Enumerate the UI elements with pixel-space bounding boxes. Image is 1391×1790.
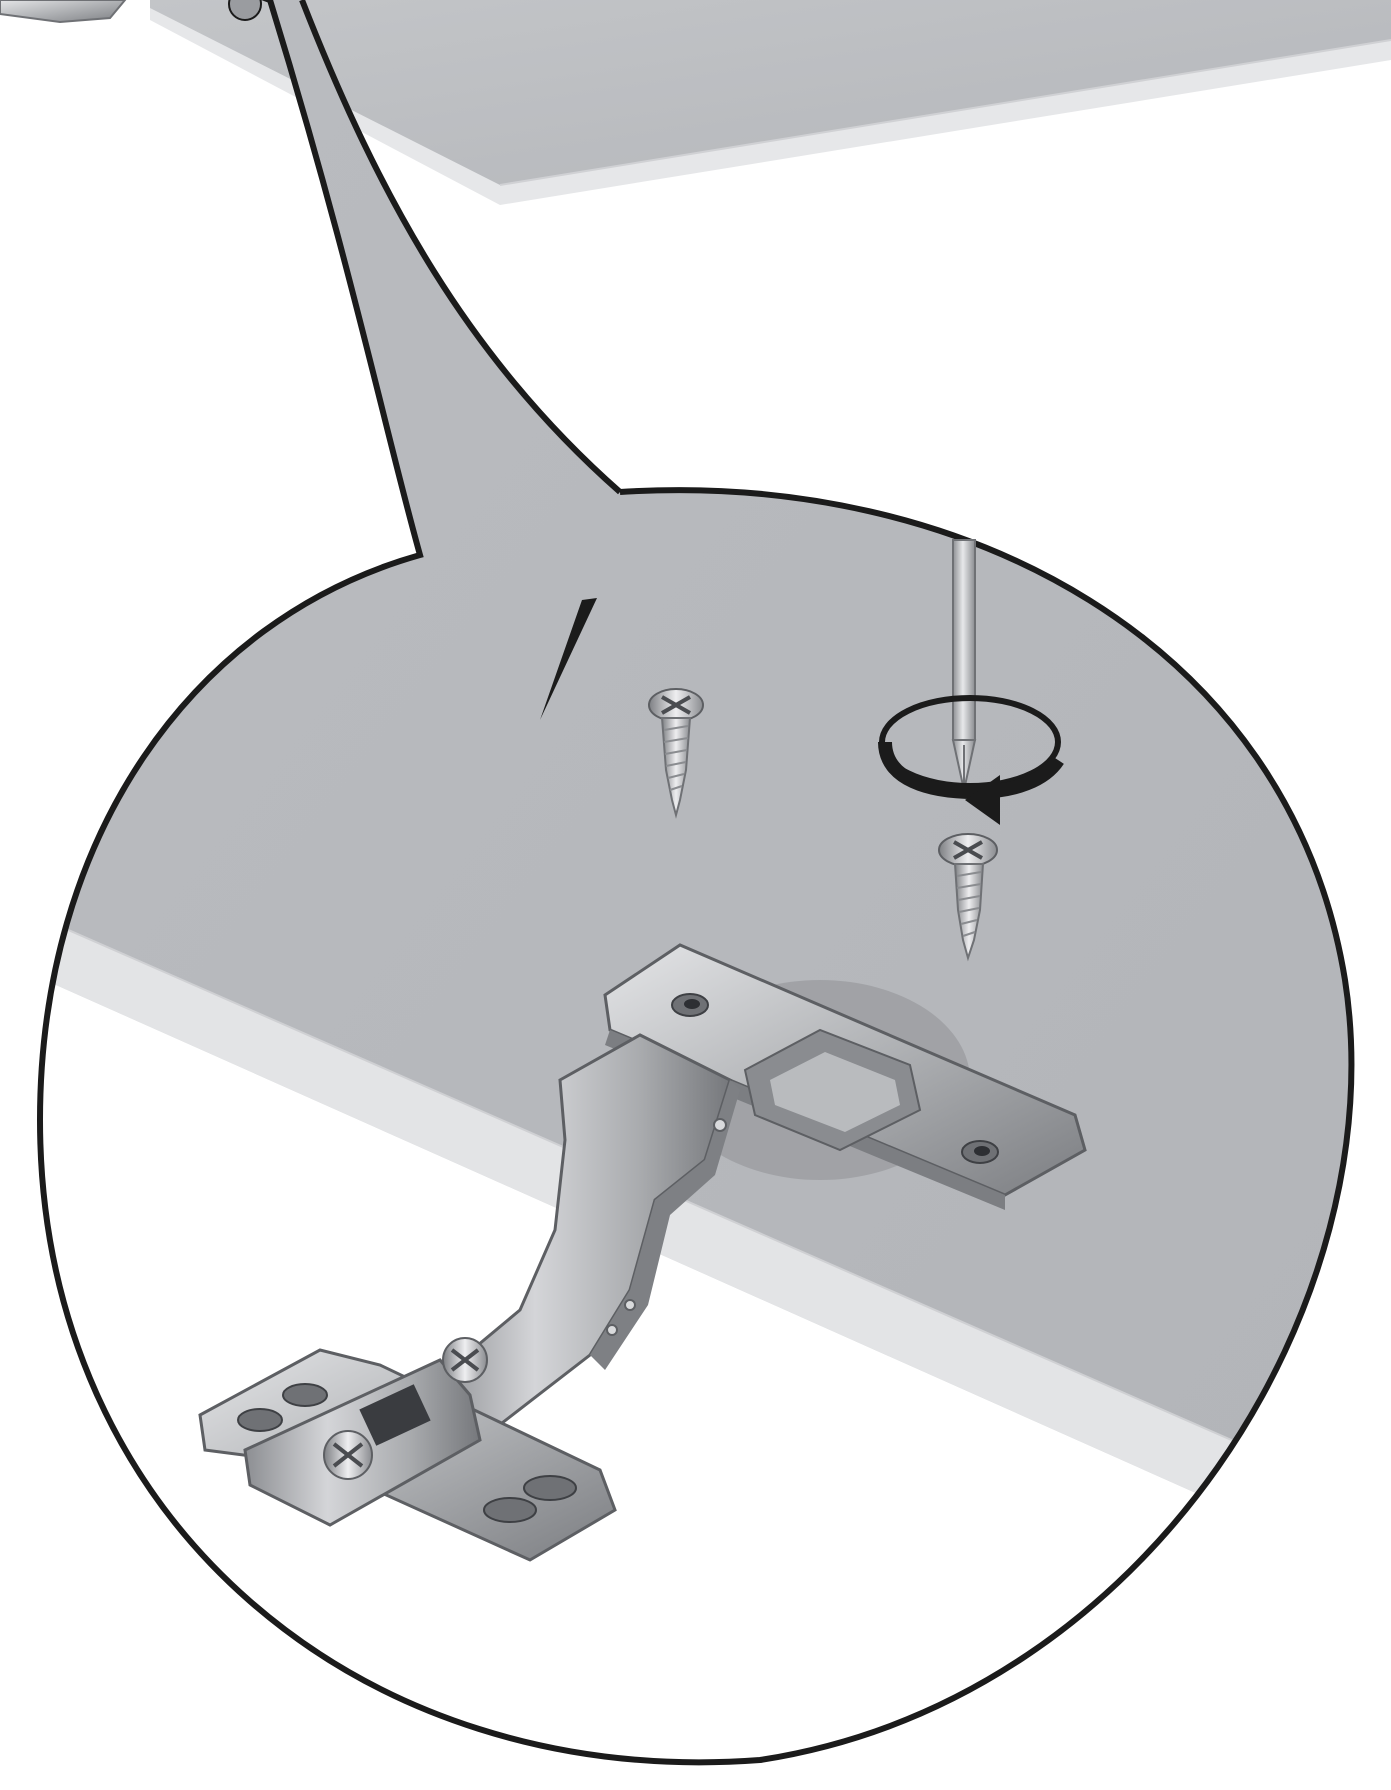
adjustment-screw (324, 1431, 372, 1479)
screwdriver-icon (953, 540, 975, 790)
adjustment-screw (443, 1338, 487, 1382)
